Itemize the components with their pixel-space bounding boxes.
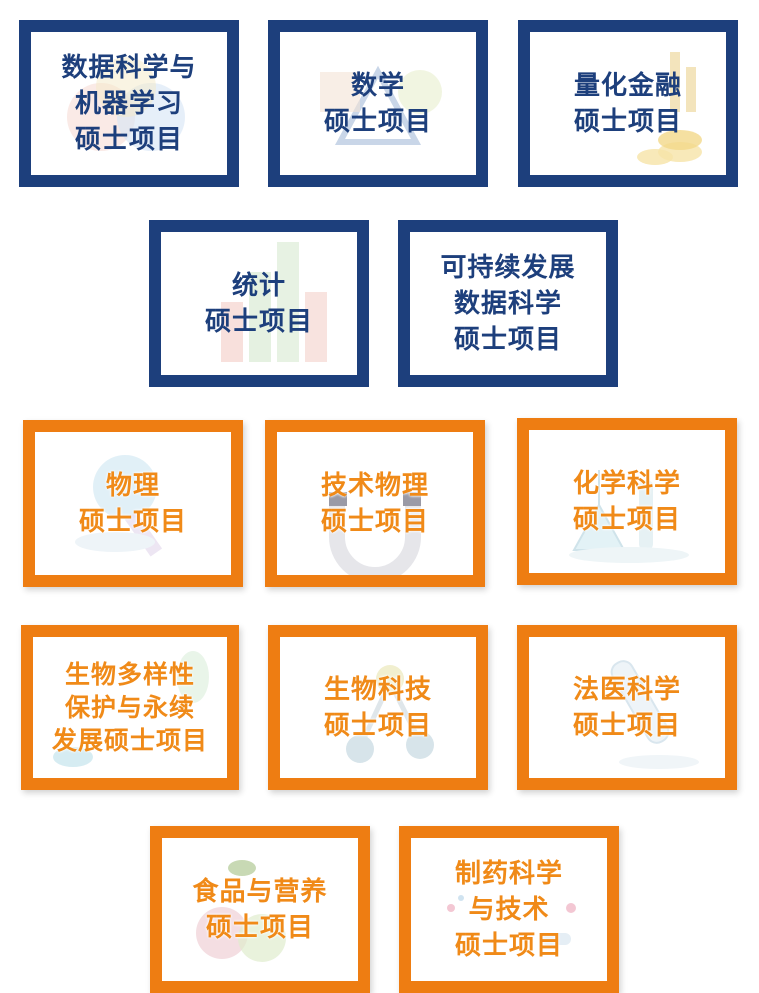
program-title: 物理 硕士项目 [78,470,187,537]
program-card-quantitative-finance[interactable]: 量化金融 硕士项目 [518,20,738,187]
program-title: 生物科技 硕士项目 [323,674,432,741]
program-card-physics[interactable]: 物理 硕士项目 [23,420,243,587]
program-title: 数据科学与 机器学习 硕士项目 [61,52,197,155]
program-title: 制药科学 与技术 硕士项目 [454,858,563,961]
program-title: 化学科学 硕士项目 [572,468,681,535]
program-card-sustainability-data-science[interactable]: 可持续发展 数据科学 硕士项目 [398,220,618,387]
program-card-pharmaceutical-sciences[interactable]: 制药科学 与技术 硕士项目 [399,826,619,993]
program-card-chemical-sciences[interactable]: 化学科学 硕士项目 [517,418,737,585]
program-title: 数学 硕士项目 [323,70,432,137]
program-card-forensic-science[interactable]: 法医科学 硕士项目 [517,625,737,790]
program-title: 生物多样性 保护与永续 发展硕士项目 [51,660,208,755]
program-title: 法医科学 硕士项目 [572,674,681,741]
program-title: 量化金融 硕士项目 [573,70,682,137]
program-title: 可持续发展 数据科学 硕士项目 [440,252,576,355]
program-card-biotechnology[interactable]: 生物科技 硕士项目 [268,625,488,790]
program-title: 食品与营养 硕士项目 [192,876,328,943]
program-card-data-science-ml[interactable]: 数据科学与 机器学习 硕士项目 [19,20,239,187]
program-card-food-nutrition[interactable]: 食品与营养 硕士项目 [150,826,370,993]
program-title: 技术物理 硕士项目 [320,470,429,537]
program-card-mathematics[interactable]: 数学 硕士项目 [268,20,488,187]
program-card-statistics[interactable]: 统计 硕士项目 [149,220,369,387]
program-title: 统计 硕士项目 [204,270,313,337]
program-card-technical-physics[interactable]: 技术物理 硕士项目 [265,420,485,587]
program-card-biodiversity-conservation[interactable]: 生物多样性 保护与永续 发展硕士项目 [21,625,239,790]
